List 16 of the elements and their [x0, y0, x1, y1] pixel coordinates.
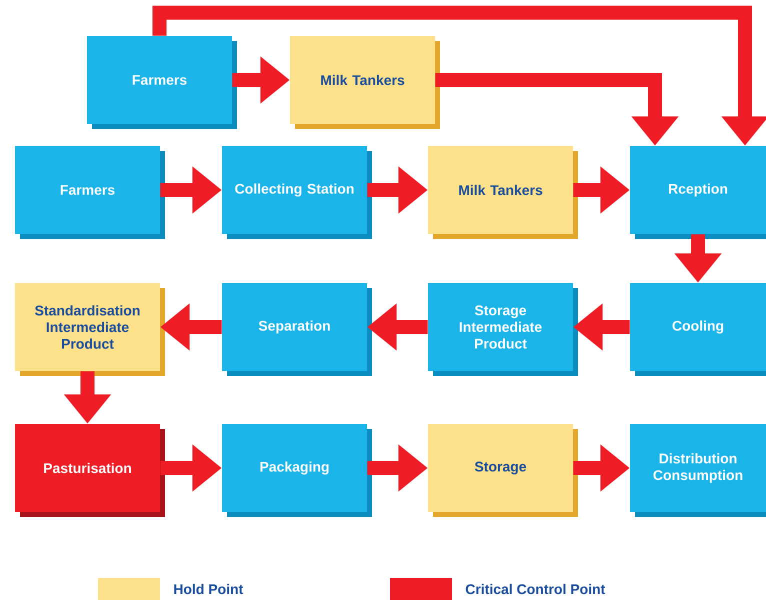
- process-box: Storage Intermediate Product: [428, 283, 578, 376]
- process-box: Farmers: [15, 146, 165, 239]
- legend-label: Hold Point: [174, 584, 244, 594]
- process-box: Farmers: [87, 36, 237, 129]
- hold-point-box: Standardisation Intermediate Product: [15, 283, 165, 376]
- process-box: Cooling: [630, 283, 766, 376]
- process-box: Rception: [630, 146, 766, 239]
- hold-point-box: Milk Tankers: [290, 36, 440, 129]
- process-box: Packaging: [222, 424, 372, 517]
- hold-point-box: Storage: [428, 424, 578, 517]
- legend-label: Critical Control Point: [466, 584, 606, 594]
- process-box: Distribution Consumption: [630, 424, 766, 517]
- process-box: Collecting Station: [222, 146, 372, 239]
- critical-control-box: Pasturisation: [15, 424, 165, 517]
- process-box: Separation: [222, 283, 372, 376]
- hold-point-box: Milk Tankers: [428, 146, 578, 239]
